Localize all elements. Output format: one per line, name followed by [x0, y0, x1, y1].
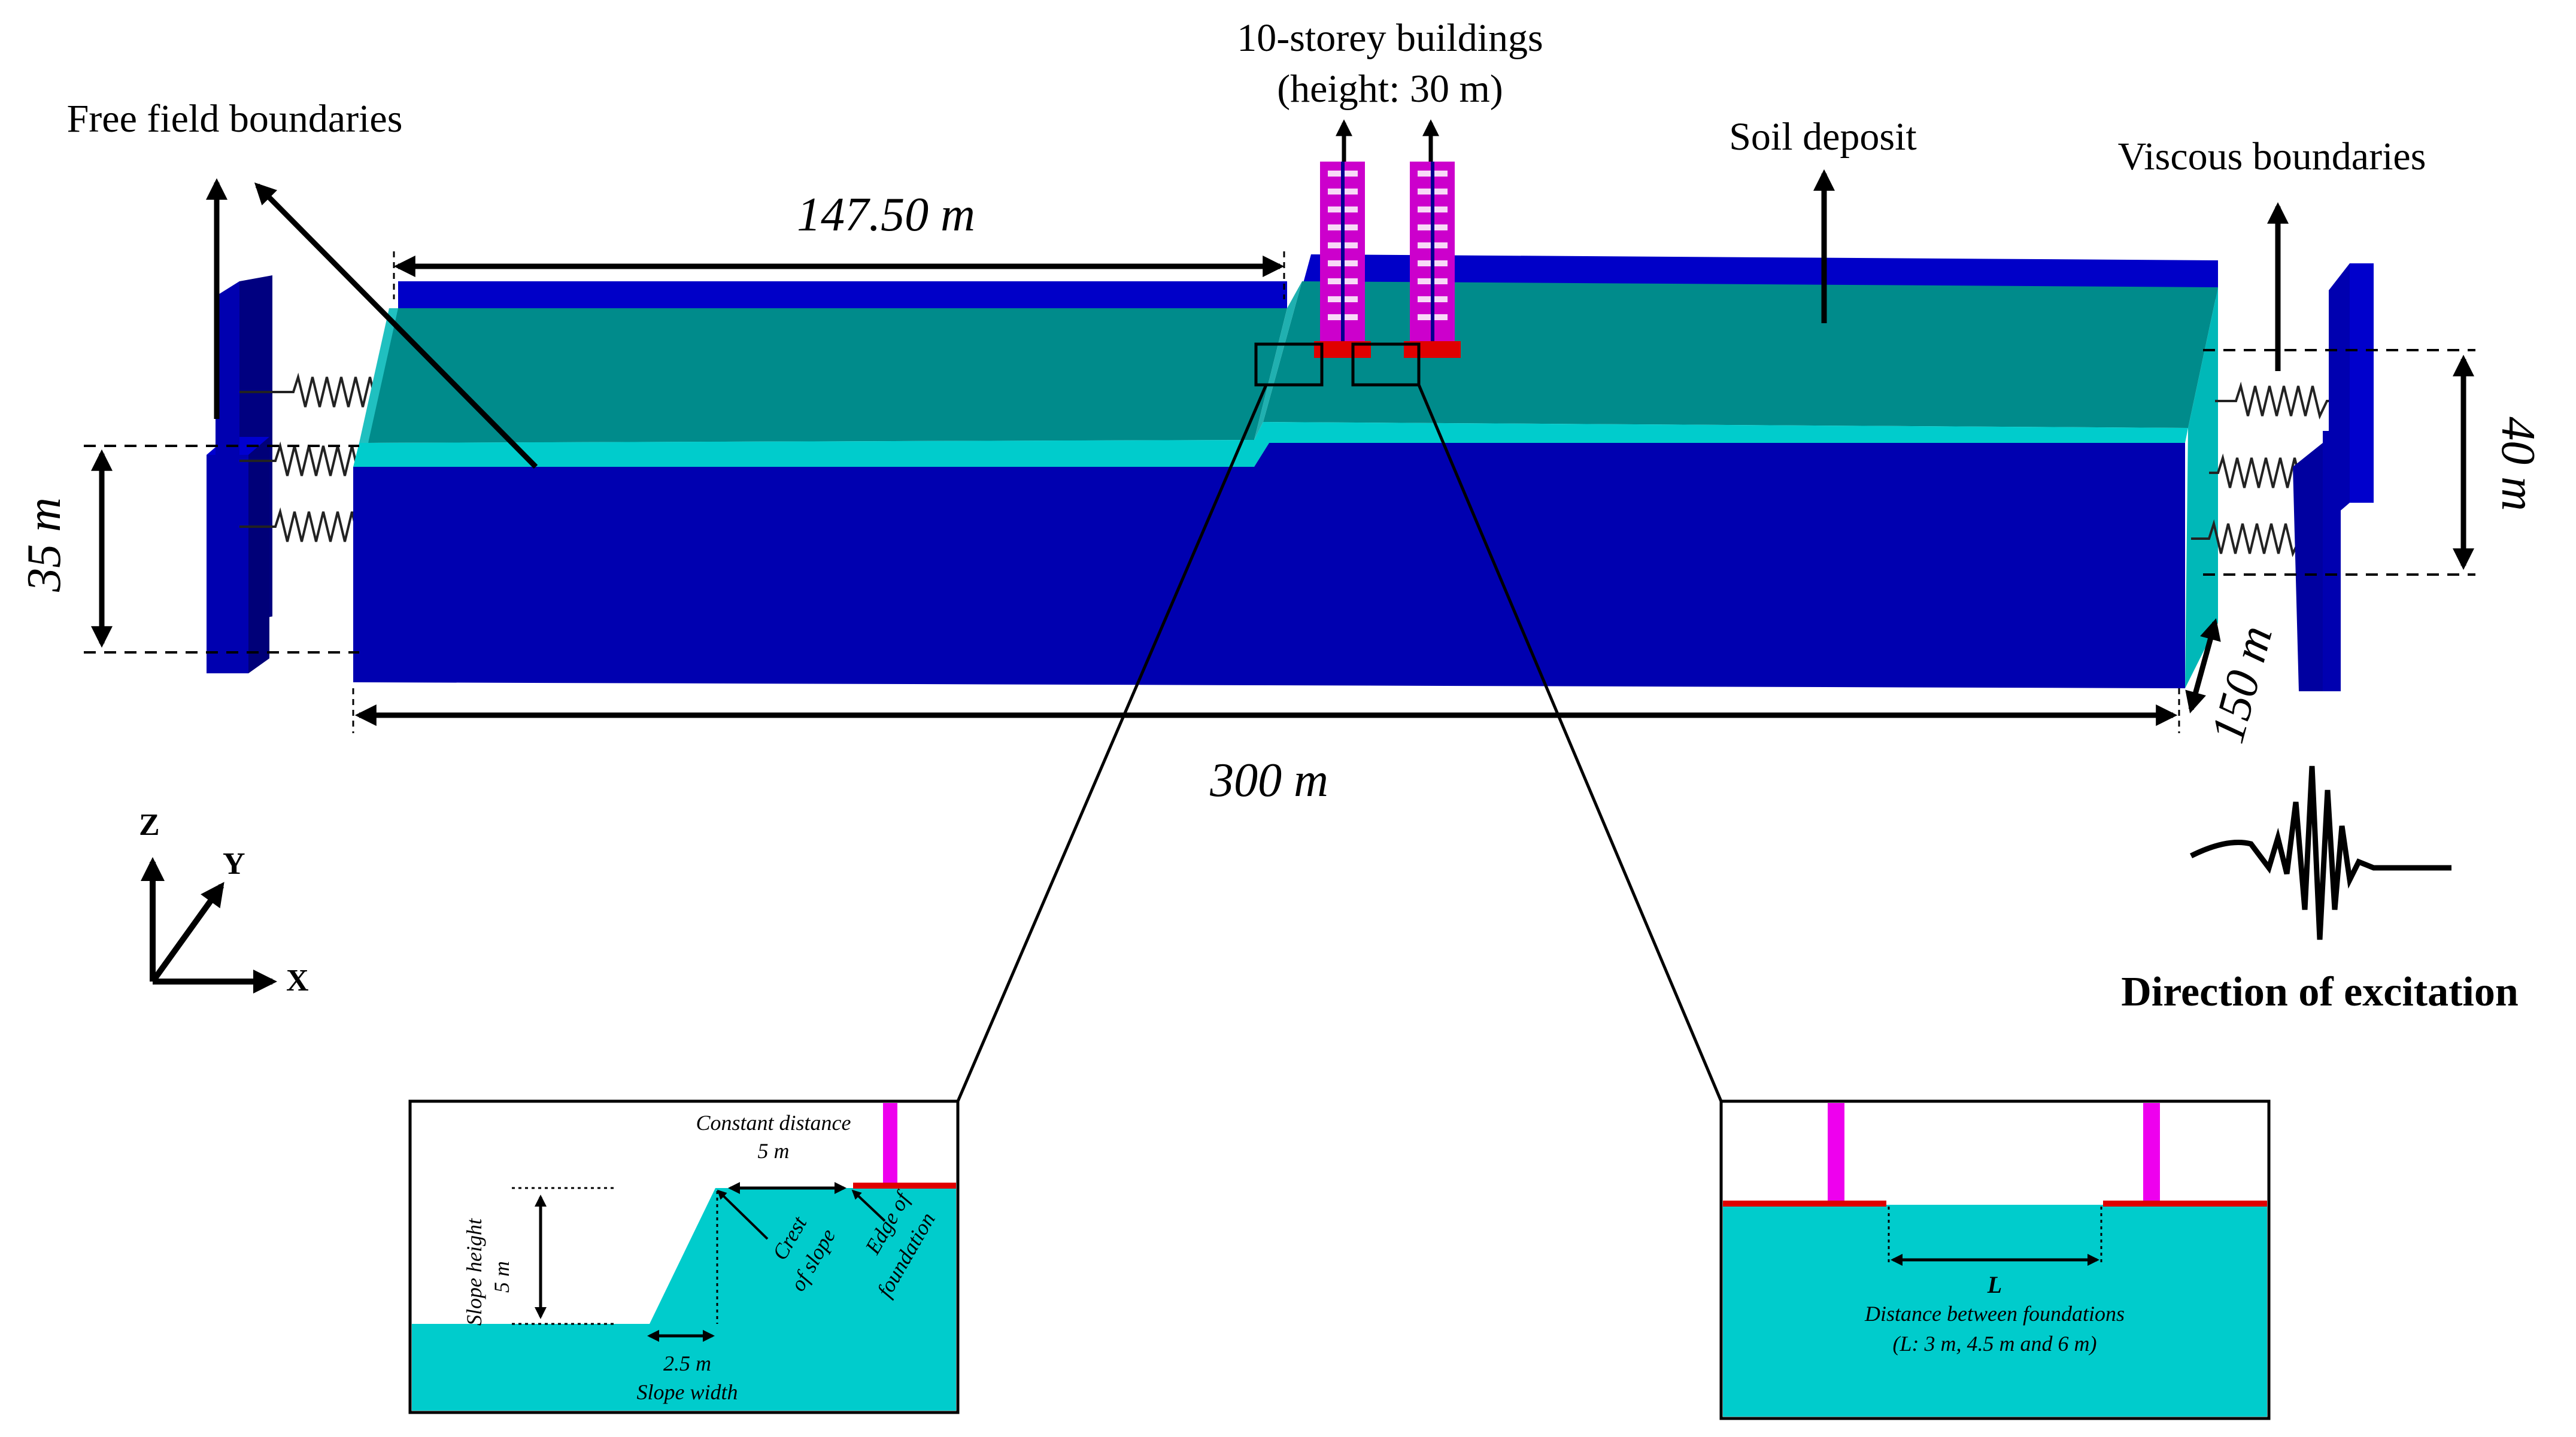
inset-foundations — [1719, 1099, 2271, 1420]
label-soil-deposit: Soil deposit — [1729, 115, 1917, 159]
axis-y-label: Y — [223, 847, 245, 881]
label-dim-150: 150 m — [2201, 620, 2283, 748]
label-excitation: Direction of excitation — [2121, 969, 2519, 1015]
axis-triad — [141, 857, 277, 994]
inset-slope-height: Slope height — [462, 1218, 486, 1326]
label-dim-300: 300 m — [1209, 754, 1328, 807]
right-boundary — [2293, 263, 2374, 691]
label-buildings-1: 10-storey buildings — [1237, 16, 1543, 60]
inset-width-value: 2.5 m — [663, 1351, 711, 1375]
dim-35 — [84, 445, 359, 654]
zoom-frame-left — [1254, 342, 1324, 387]
label-dim-147: 147.50 m — [797, 189, 975, 241]
label-dim-40: 40 m — [2492, 417, 2544, 511]
zoom-line-left — [956, 384, 1268, 1102]
inset-slope-width: Slope width — [637, 1380, 738, 1404]
inset-distance-label: Distance between foundations — [1864, 1302, 2125, 1326]
dim-300 — [352, 688, 2180, 733]
inset-slope-height-value: 5 m — [490, 1261, 514, 1293]
arrow-free-field-2 — [254, 182, 538, 469]
label-viscous: Viscous boundaries — [2118, 135, 2426, 178]
building-right — [1404, 162, 1461, 358]
label-free-field: Free field boundaries — [67, 97, 403, 141]
zoom-frame-right — [1351, 342, 1421, 387]
axis-x-label: X — [286, 964, 309, 998]
axis-z-label: Z — [139, 808, 160, 842]
building-left — [1314, 162, 1371, 358]
left-boundary — [207, 275, 272, 673]
excitation-wave-icon — [2189, 765, 2451, 940]
inset-constant-distance: Constant distance — [696, 1111, 851, 1135]
zoom-line-right — [1417, 384, 1723, 1102]
dim-150 — [2185, 618, 2221, 713]
dim-40 — [2203, 349, 2475, 576]
label-buildings-2: (height: 30 m) — [1277, 67, 1503, 111]
soil-box — [353, 254, 2218, 688]
label-dim-35: 35 m — [18, 497, 71, 593]
inset-distance-values: (L: 3 m, 4.5 m and 6 m) — [1893, 1332, 2097, 1356]
inset-slope — [408, 1099, 960, 1414]
inset-constant-distance-value: 5 m — [758, 1139, 790, 1163]
inset-l-symbol: L — [1987, 1271, 2002, 1298]
dim-147 — [393, 251, 1285, 299]
